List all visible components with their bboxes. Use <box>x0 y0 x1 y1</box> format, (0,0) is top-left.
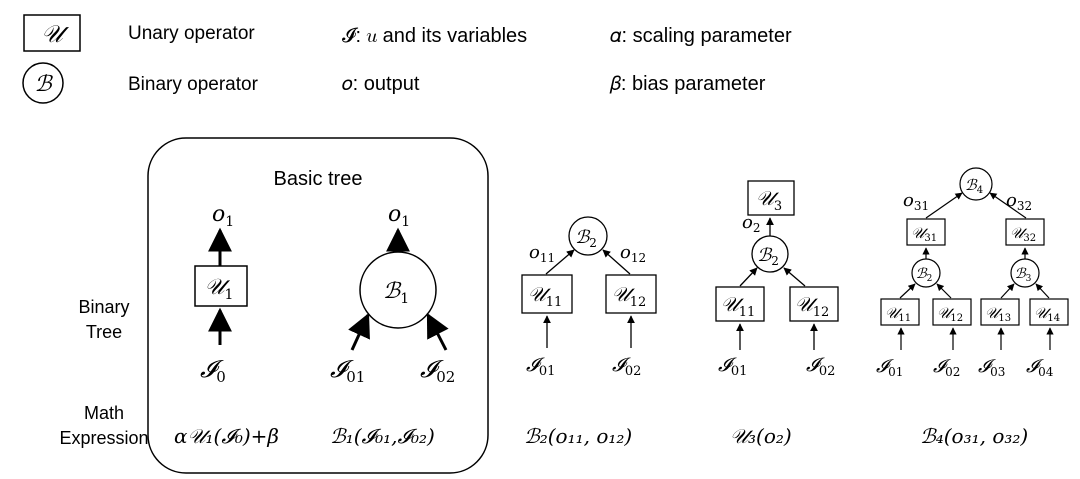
t4-unary-right <box>789 286 839 322</box>
t5-unary-11-label: 𝒰11 <box>885 304 911 324</box>
t5-root-node <box>959 167 993 201</box>
t5-unary-13-label: 𝒰13 <box>985 304 1011 324</box>
t2-arrow-in-right <box>426 312 449 351</box>
t5-unary-31-label: 𝒰31 <box>911 224 937 244</box>
t5-binary-3 <box>1010 258 1040 288</box>
t5-unary-14 <box>1029 298 1069 326</box>
tree-b4: ℬ4 o31 o32 𝒰31 𝒰32 ℬ2 ℬ3 𝒰11 𝒰12 𝒰13 𝒰14… <box>876 167 1069 448</box>
t5-unary-31 <box>906 218 946 246</box>
t3-arrow-left <box>545 249 575 275</box>
t4-mid-binary <box>751 235 789 273</box>
output-definition: 𝑜: output <box>342 73 420 95</box>
basic-tree-frame <box>147 137 489 474</box>
t5-unary-12-label: 𝒰12 <box>937 304 963 324</box>
t5-binary-2 <box>911 258 941 288</box>
t3-input-left: 𝓘01 <box>526 354 555 379</box>
t5-expression: ℬ₄(𝑜₃₁, 𝑜₃₂) <box>920 424 1028 448</box>
t5-unary-14-label: 𝒰14 <box>1034 304 1060 324</box>
unary-legend-box <box>23 14 81 52</box>
t3-edge-label-right: o12 <box>620 242 646 265</box>
t2-input-left: 𝓘01 <box>330 355 365 386</box>
t4-top-unary <box>747 180 795 216</box>
t5-root-label: ℬ4 <box>965 176 983 196</box>
tree-b2: ℬ2 o11 o12 𝒰11 𝒰12 𝓘01 𝓘02 ℬ₂(𝑜₁₁, 𝑜₁₂) <box>521 216 657 448</box>
tree-binary-basic: o1 ℬ1 𝓘01 𝓘02 ℬ₁(𝓘₀₁,𝓘₀₂) <box>330 202 455 448</box>
t2-input-right: 𝓘02 <box>420 355 455 386</box>
row-label-math: Math <box>84 403 124 423</box>
t1-input-label: 𝓘0 <box>200 355 226 386</box>
t5-unary-32 <box>1005 218 1045 246</box>
t5-binary-3-label: ℬ3 <box>1015 266 1032 284</box>
row-label-expression: Expression <box>59 428 148 448</box>
binary-legend-circle <box>22 62 64 104</box>
t5-unary-32-label: 𝒰32 <box>1010 224 1036 244</box>
t5-arrow-root-right <box>989 192 1027 219</box>
t5-unary-11 <box>880 298 920 326</box>
t5-arrow-u14-up <box>1035 283 1050 299</box>
t3-unary-right <box>605 274 657 314</box>
t2-binary-node <box>359 251 437 329</box>
tree-u3: 𝒰3 o2 ℬ2 𝒰11 𝒰12 𝓘01 𝓘02 𝒰₃(𝑜₂) <box>715 180 839 448</box>
t1-unary-node <box>194 265 248 307</box>
beta-definition: 𝛽: bias parameter <box>609 73 766 95</box>
t2-binary-node-label: ℬ1 <box>383 279 409 307</box>
t4-mid-binary-label: ℬ2 <box>757 245 779 268</box>
t3-unary-right-label: 𝒰12 <box>612 282 647 310</box>
t5-edge-label-left: o31 <box>903 190 929 213</box>
tree-unary-basic: o1 𝒰1 𝓘0 𝛼𝒰₁(𝓘₀)+𝛽 <box>174 202 279 448</box>
binary-legend-label: Binary operator <box>128 74 259 95</box>
t4-input-left: 𝓘01 <box>718 354 747 379</box>
t1-output-label: o1 <box>212 202 234 230</box>
t5-binary-2-label: ℬ2 <box>916 266 933 284</box>
t3-input-right: 𝓘02 <box>612 354 641 379</box>
basic-tree-title: Basic tree <box>274 168 363 190</box>
t3-edge-label-left: o11 <box>529 242 555 265</box>
t3-expression: ℬ₂(𝑜₁₁, 𝑜₁₂) <box>524 424 632 448</box>
t5-input-04: 𝓘04 <box>1026 356 1054 379</box>
t1-expression: 𝛼𝒰₁(𝓘₀)+𝛽 <box>174 424 279 448</box>
row-label-binary: Binary <box>78 297 129 317</box>
t4-arrow-mid-right <box>783 267 806 287</box>
t5-unary-13 <box>980 298 1020 326</box>
unary-legend-label: Unary operator <box>128 23 255 44</box>
t5-input-01: 𝓘01 <box>876 356 903 379</box>
row-labels: Binary Tree Math Expression <box>59 297 148 448</box>
t5-arrow-u11-up <box>899 283 916 299</box>
t5-input-02: 𝓘02 <box>933 356 960 379</box>
t4-arrow-mid-left <box>739 267 758 287</box>
t3-arrow-right <box>602 249 631 275</box>
binary-legend-symbol: ℬ <box>34 72 53 97</box>
t5-arrow-u13-up <box>1000 283 1015 299</box>
t5-edge-label-right: o32 <box>1006 190 1032 213</box>
t4-expression: 𝒰₃(𝑜₂) <box>730 424 792 448</box>
alpha-definition: 𝛼: scaling parameter <box>610 25 792 47</box>
t5-input-03: 𝓘03 <box>978 356 1005 379</box>
t2-expression: ℬ₁(𝓘₀₁,𝓘₀₂) <box>330 424 435 448</box>
t4-unary-left <box>715 286 765 322</box>
t5-unary-12 <box>932 298 972 326</box>
t4-edge-label: o2 <box>742 212 760 235</box>
row-label-tree: Tree <box>86 322 122 342</box>
t2-arrow-in-left <box>348 312 370 351</box>
t4-input-right: 𝓘02 <box>806 354 835 379</box>
legend: 𝒰 Unary operator ℬ Binary operator 𝓘: 𝑢 … <box>22 14 792 104</box>
t5-arrow-root-left <box>925 192 963 219</box>
t3-root-node <box>568 216 608 256</box>
input-definition: 𝓘: 𝑢 and its variables <box>342 25 527 47</box>
t3-root-label: ℬ2 <box>575 227 597 250</box>
t5-arrow-u12-up <box>936 283 952 299</box>
t2-output-label: o1 <box>388 202 410 230</box>
t3-unary-left <box>521 274 573 314</box>
